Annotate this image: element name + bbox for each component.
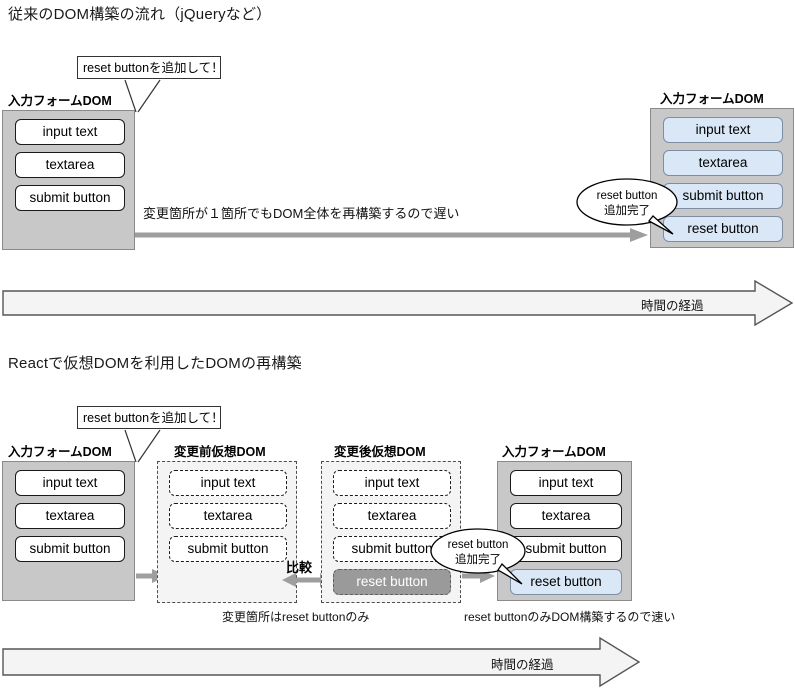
section-2-vdom-before-box: input text textarea submit button: [157, 461, 297, 603]
vdom-node-chip: textarea: [169, 503, 287, 529]
bubble-line-2: 追加完了: [455, 552, 501, 566]
section-1-callout: reset buttonを追加して！: [77, 56, 224, 79]
dom-node-chip-new: reset button: [663, 216, 783, 242]
vdom-node-chip: textarea: [333, 503, 451, 529]
bubble-line-2: 追加完了: [604, 203, 650, 217]
section-2-vdom-after-label: 変更後仮想DOM: [334, 445, 426, 459]
section-2-left-dom-label: 入力フォームDOM: [8, 445, 112, 459]
dom-node-chip: textarea: [510, 503, 622, 529]
bubble-line-1: reset button: [448, 539, 509, 551]
vdom-node-chip: input text: [169, 470, 287, 496]
section-1-time-arrow: [2, 279, 794, 327]
bubble-line-1: reset button: [597, 190, 658, 202]
section-2-callout: reset buttonを追加して！: [77, 406, 224, 429]
section-2-right-caption: reset buttonのみDOM構築するので速い: [464, 610, 676, 624]
dom-node-chip: input text: [663, 117, 783, 143]
section-1-time-arrow-label: 時間の経過: [641, 299, 704, 313]
vdom-node-chip: submit button: [169, 536, 287, 562]
section-2-right-dom-box: input text textarea submit button reset …: [497, 461, 632, 601]
section-2-title: Reactで仮想DOMを利用したDOMの再構築: [8, 355, 302, 372]
dom-node-chip-new: reset button: [510, 569, 622, 595]
section-1-flow-caption: 変更箇所が１箇所でもDOM全体を再構築するので遅い: [143, 206, 460, 221]
section-2-speech-bubble: reset button 追加完了: [430, 528, 526, 585]
section-2-vdom-caption: 変更箇所はreset buttonのみ: [222, 610, 370, 624]
section-2-time-arrow: [2, 636, 641, 688]
section-1-right-dom-label: 入力フォームDOM: [660, 92, 764, 106]
dom-node-chip: input text: [510, 470, 622, 496]
section-2-vdom-after-box: input text textarea submit button reset …: [321, 461, 461, 603]
section-1-title: 従来のDOM構築の流れ（jQueryなど）: [8, 6, 272, 23]
dom-node-chip: submit button: [510, 536, 622, 562]
section-2-time-arrow-label: 時間の経過: [491, 658, 554, 672]
section-1-left-dom-box: input text textarea submit button: [2, 110, 135, 250]
dom-node-chip: input text: [15, 470, 125, 496]
dom-node-chip: textarea: [15, 503, 125, 529]
dom-node-chip: submit button: [15, 536, 125, 562]
section-1-speech-bubble: reset button 追加完了: [576, 178, 678, 235]
dom-node-chip: textarea: [663, 150, 783, 176]
section-1-right-dom-box: input text textarea submit button reset …: [650, 108, 794, 248]
dom-node-chip: textarea: [15, 152, 125, 178]
section-1-flow-arrow: [135, 228, 648, 242]
section-2-left-dom-box: input text textarea submit button: [2, 461, 135, 601]
section-2-vdom-before-label: 変更前仮想DOM: [174, 445, 266, 459]
dom-node-chip: input text: [15, 119, 125, 145]
dom-node-chip: submit button: [15, 185, 125, 211]
section-2-compare-label: 比較: [286, 560, 313, 575]
section-1-left-dom-label: 入力フォームDOM: [8, 94, 112, 108]
section-2-right-dom-label: 入力フォームDOM: [502, 445, 606, 459]
vdom-node-chip-changed: reset button: [333, 569, 451, 595]
vdom-node-chip: input text: [333, 470, 451, 496]
